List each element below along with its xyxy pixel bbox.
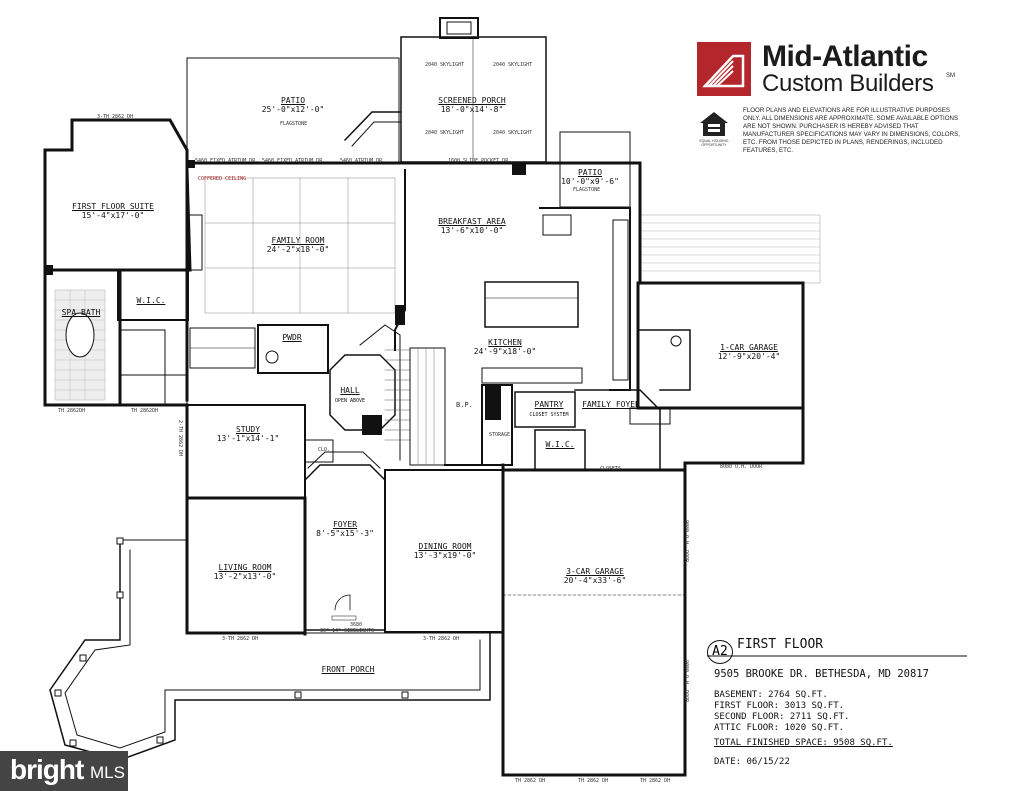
window-suite-top: 3-TH 2862 DH (97, 114, 134, 120)
room-wic-foyer: W.I.C. (545, 440, 575, 449)
brand-name-line1: Mid-Atlantic (762, 40, 928, 73)
disclaimer-text: FLOOR PLANS AND ELEVATIONS ARE FOR ILLUS… (743, 107, 960, 154)
storage-label: STORAGE (489, 432, 511, 438)
atrium-door-b: 5460 FIXED ATRIUM DR. (262, 158, 326, 164)
area-first-floor: FIRST FLOOR: 3013 SQ.FT. (714, 701, 845, 711)
sheet-badge: A2 (707, 640, 733, 664)
atrium-door-c: 5460 ATRIUM DR. (340, 158, 386, 164)
garage-door-3car-a: 9080 O.H. DOOR (683, 520, 689, 563)
window-garage-1: TH 2862 DH (515, 778, 546, 784)
room-family-foyer: FAMILY FOYER (582, 400, 640, 409)
patio-top-note: FLAGSTONE (280, 121, 308, 127)
window-dining: 3-TH 2862 DH (423, 636, 460, 642)
window-bath-right: TH 2862DH (131, 408, 159, 414)
atrium-door-a: 5460 FIXED ATRIUM DR. (195, 158, 259, 164)
window-garage-3: TH 2862 DH (640, 778, 671, 784)
window-study: 2-TH 2862 DH (177, 420, 183, 457)
area-total: TOTAL FINISHED SPACE: 9508 SQ.FT. (714, 738, 893, 748)
title-underline (707, 655, 967, 657)
equal-housing-text: EQUAL HOUSING OPPORTUNITY (699, 139, 729, 147)
area-attic-floor: ATTIC FLOOR: 1020 SQ.FT. (714, 723, 845, 733)
closets-label: CLOSETS (600, 466, 622, 472)
room-pwdr: PWDR (282, 333, 302, 342)
skylight-1: 2040 SKYLIGHT (425, 62, 465, 68)
room-spa-bath: SPA BATH (61, 308, 101, 317)
patio-right-note: FLAGSTONE (573, 187, 601, 193)
skylight-4: 2040 SKYLIGHT (493, 130, 533, 136)
window-garage-2: TH 2862 DH (578, 778, 609, 784)
bright-mls-watermark: bright MLS (0, 751, 128, 791)
plan-date: DATE: 06/15/22 (714, 757, 790, 767)
pocket-door: 1600 SLIDE POCKET DR. (448, 158, 512, 164)
skylight-3: 2040 SKYLIGHT (425, 130, 465, 136)
garage-door-3car-b: 9080 O.H. DOOR (683, 660, 689, 703)
area-second-floor: SECOND FLOOR: 2711 SQ.FT. (714, 712, 850, 722)
garage-door-1car: 8080 O.H. DOOR (720, 464, 763, 470)
window-living: 3-TH 2862 DH (222, 636, 259, 642)
mid-atlantic-logo-icon (697, 42, 751, 96)
watermark-suffix: MLS (90, 763, 125, 782)
watermark-brand: bright (10, 754, 84, 785)
equal-housing-icon (700, 112, 728, 136)
window-bath-left: TH 2862DH (58, 408, 86, 414)
front-sidelights: 36" 14" SIDELIGHTS (320, 628, 375, 634)
service-mark: SM (946, 73, 955, 79)
brand-name-line2: Custom Builders (762, 70, 934, 97)
room-front-porch: FRONT PORCH (321, 665, 375, 674)
closet-label: CLO. (318, 447, 331, 453)
skylight-2: 2040 SKYLIGHT (493, 62, 533, 68)
property-address: 9505 BROOKE DR. BETHESDA, MD 20817 (714, 668, 929, 680)
sheet-title: FIRST FLOOR (737, 637, 824, 652)
front-door-size: 3680 (350, 622, 363, 628)
coffered-ceiling-note: COFFERED CEILING (198, 176, 247, 182)
room-wic-suite: W.I.C. (136, 296, 166, 305)
bp-label: B.P. (456, 401, 473, 409)
area-basement: BASEMENT: 2764 SQ.FT. (714, 690, 828, 700)
